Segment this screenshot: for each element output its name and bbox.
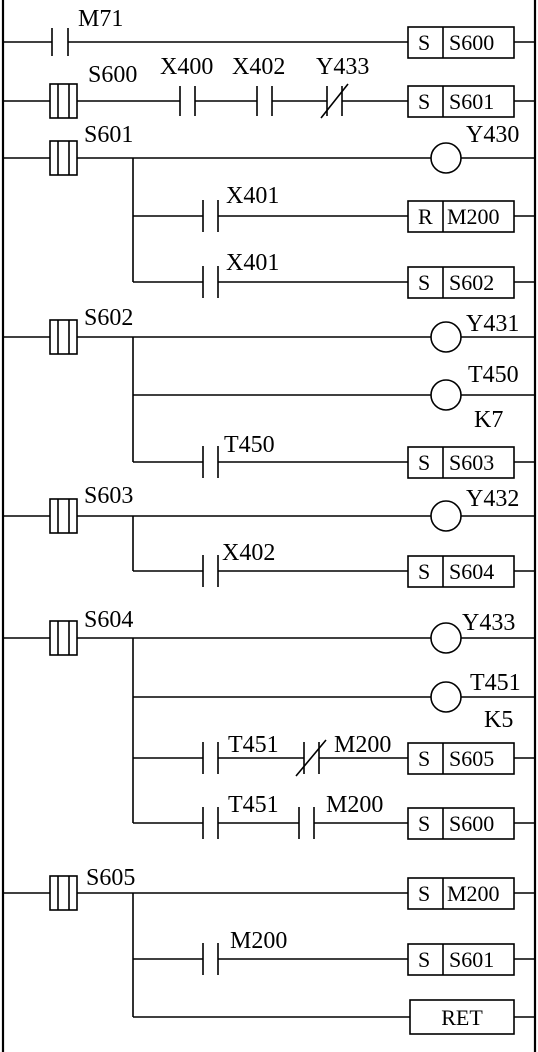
contact-label: X400 <box>160 54 213 80</box>
step-ladder-contact-icon <box>49 319 78 355</box>
set-reset-instruction-box: S S600 <box>407 26 515 59</box>
output-coil-icon <box>430 500 462 532</box>
instruction-target: S600 <box>449 811 494 836</box>
step-ladder-contact-icon <box>49 83 78 119</box>
instruction-target: S601 <box>449 947 494 972</box>
rung-6: S604 Y433 T451 K5 T451 M200 S S605 <box>3 607 535 840</box>
contact-label: X402 <box>232 54 285 80</box>
contact-label: X401 <box>226 250 279 276</box>
set-reset-instruction-box: S S604 <box>407 555 515 588</box>
contact-label: X402 <box>222 540 275 566</box>
instruction-op: S <box>418 450 430 475</box>
normally-open-contact-icon <box>202 943 219 975</box>
set-reset-instruction-box: S S601 <box>407 943 515 976</box>
set-reset-instruction-box: S M200 <box>407 877 515 910</box>
instruction-op: S <box>418 947 430 972</box>
contact-label: Y433 <box>316 54 369 80</box>
output-coil-icon <box>430 321 462 353</box>
normally-open-contact-icon <box>51 28 69 56</box>
step-label: S605 <box>86 865 135 891</box>
rung-5: S603 Y432 X402 S S604 <box>3 483 535 588</box>
instruction-target: M200 <box>447 204 500 229</box>
step-ladder-contact-icon <box>49 498 78 534</box>
instruction-target: M200 <box>447 881 500 906</box>
contact-label: M200 <box>334 732 391 758</box>
normally-open-contact-icon <box>202 807 219 839</box>
step-ladder-contact-icon <box>49 875 78 911</box>
timer-coil-icon <box>430 681 462 713</box>
step-label: S600 <box>88 62 137 88</box>
rung-4: S602 Y431 T450 K7 T450 S S603 <box>3 305 535 479</box>
coil-label: Y433 <box>462 610 515 636</box>
normally-open-contact-icon <box>202 742 219 774</box>
instruction-op: S <box>418 270 430 295</box>
output-coil-icon <box>430 142 462 174</box>
normally-open-contact-icon <box>256 86 273 116</box>
normally-open-contact-icon <box>202 200 219 232</box>
rung-2: S600 X400 X402 Y433 S S601 <box>3 54 535 119</box>
contact-label: M200 <box>326 792 383 818</box>
ret-label: RET <box>441 1005 483 1030</box>
instruction-target: S600 <box>449 30 494 55</box>
normally-open-contact-icon <box>298 807 315 839</box>
instruction-op: S <box>418 30 430 55</box>
normally-open-contact-icon <box>202 266 219 298</box>
instruction-target: S601 <box>449 89 494 114</box>
step-label: S603 <box>84 483 133 509</box>
rung-7: S605 S M200 M200 S S601 RET <box>3 865 535 1035</box>
instruction-op: S <box>418 881 430 906</box>
instruction-op: S <box>418 89 430 114</box>
coil-label: Y432 <box>466 486 519 512</box>
set-reset-instruction-box: S S600 <box>407 807 515 840</box>
instruction-target: S602 <box>449 270 494 295</box>
set-reset-instruction-box: S S601 <box>407 85 515 118</box>
timer-label: T450 <box>468 362 519 388</box>
set-reset-instruction-box: S S603 <box>407 446 515 479</box>
contact-label: T451 <box>228 732 279 758</box>
step-ladder-contact-icon <box>49 620 78 656</box>
contact-label: T450 <box>224 432 275 458</box>
coil-label: Y431 <box>466 311 519 337</box>
set-reset-instruction-box: S S605 <box>407 742 515 775</box>
step-label: S602 <box>84 305 133 331</box>
normally-open-contact-icon <box>202 446 219 478</box>
step-label: S604 <box>84 607 133 633</box>
instruction-target: S603 <box>449 450 494 475</box>
instruction-op: S <box>418 811 430 836</box>
timer-label: T451 <box>470 670 521 696</box>
rung-3: S601 Y430 X401 R M200 X401 <box>3 122 535 299</box>
rung-1: M71 S S600 <box>3 6 535 59</box>
instruction-op: S <box>418 559 430 584</box>
instruction-op: R <box>418 204 433 229</box>
instruction-target: S605 <box>449 746 494 771</box>
output-coil-icon <box>430 622 462 654</box>
instruction-op: S <box>418 746 430 771</box>
timer-constant: K5 <box>484 707 513 733</box>
contact-label: M71 <box>78 6 123 32</box>
timer-coil-icon <box>430 379 462 411</box>
set-reset-instruction-box: R M200 <box>407 200 515 233</box>
normally-open-contact-icon <box>179 86 196 116</box>
instruction-target: S604 <box>449 559 494 584</box>
set-reset-instruction-box: S S602 <box>407 266 515 299</box>
timer-constant: K7 <box>474 407 503 433</box>
step-label: S601 <box>84 122 133 148</box>
step-ladder-contact-icon <box>49 140 78 176</box>
normally-open-contact-icon <box>202 555 219 587</box>
coil-label: Y430 <box>466 122 519 148</box>
contact-label: X401 <box>226 183 279 209</box>
contact-label: M200 <box>230 928 287 954</box>
contact-label: T451 <box>228 792 279 818</box>
